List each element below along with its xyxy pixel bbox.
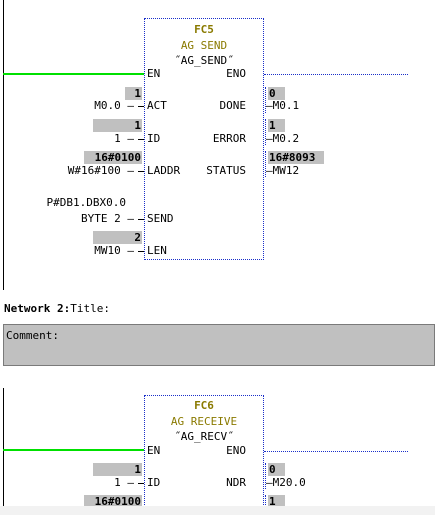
send-operand-pointer[interactable]: P#DB1.DBX0.0 xyxy=(46,196,126,209)
error-operand[interactable]: –M0.2 xyxy=(266,132,300,145)
id-pin-label: ID xyxy=(147,132,161,145)
len-operand[interactable]: MW10 – xyxy=(94,244,134,257)
send-pin-label: SEND xyxy=(147,212,174,225)
len-status-value: 2 xyxy=(93,231,142,244)
network-separator: : xyxy=(63,302,71,315)
status-status-value: 16#8093 xyxy=(268,151,324,164)
laddr-status-value: 16#0100 xyxy=(84,495,142,508)
error-pin-label: ERROR xyxy=(212,132,246,145)
en-pin-label: EN xyxy=(147,67,161,80)
error-output-connector xyxy=(265,495,266,507)
done-operand[interactable]: –M0.1 xyxy=(266,99,300,112)
len-pin-label: LEN xyxy=(147,244,167,257)
block-number: FC6 xyxy=(194,399,214,412)
status-pin-label: STATUS xyxy=(206,164,246,177)
id-operand[interactable]: 1 – xyxy=(114,132,134,145)
comment-label: Comment: xyxy=(6,329,59,342)
error-output-connector xyxy=(265,119,266,145)
error-status-value: 1 xyxy=(268,119,285,132)
id-pin-label: ID xyxy=(147,476,161,489)
error-status-value: 1 xyxy=(268,495,285,508)
laddr-operand[interactable]: W#16#100 – xyxy=(67,164,134,177)
done-output-connector xyxy=(265,87,266,113)
ndr-pin-label: NDR xyxy=(226,476,246,489)
block-name: AG RECEIVE xyxy=(170,415,238,428)
status-operand[interactable]: –MW12 xyxy=(266,164,300,177)
eno-output-connector xyxy=(264,451,408,452)
done-status-value: 0 xyxy=(268,87,285,100)
id-pin-connector xyxy=(138,139,144,140)
status-output-connector xyxy=(265,151,266,177)
block-symbol: ˝AG_SEND˝ xyxy=(174,54,234,67)
fc6-ag-receive-block[interactable] xyxy=(144,395,264,515)
laddr-pin-label: LADDR xyxy=(147,164,181,177)
act-pin-label: ACT xyxy=(147,99,167,112)
laddr-status-value: 16#0100 xyxy=(84,151,142,164)
network-2-header[interactable]: Network 2:Title: xyxy=(4,302,110,315)
left-power-rail xyxy=(3,0,4,290)
bottom-edge-strip xyxy=(0,506,435,515)
act-operand[interactable]: M0.0 – xyxy=(94,99,134,112)
network-title[interactable]: Title: xyxy=(70,302,110,315)
id-status-value: 1 xyxy=(93,119,142,132)
left-power-rail-2 xyxy=(3,388,4,506)
network-comment-box[interactable]: Comment: xyxy=(3,324,435,366)
done-pin-label: DONE xyxy=(219,99,247,112)
block-number: FC5 xyxy=(194,23,214,36)
fc5-ag-send-block[interactable] xyxy=(144,18,264,260)
power-flow-line xyxy=(3,73,144,75)
ndr-status-value: 0 xyxy=(268,463,285,476)
block-name: AG SEND xyxy=(180,39,228,52)
act-status-value: 1 xyxy=(125,87,142,100)
len-pin-connector xyxy=(138,251,144,252)
eno-output-connector xyxy=(264,74,408,75)
block-symbol: ˝AG_RECV˝ xyxy=(174,430,234,443)
id-operand[interactable]: 1 – xyxy=(114,476,134,489)
send-pin-connector xyxy=(138,219,144,220)
en-pin-label: EN xyxy=(147,444,161,457)
act-pin-connector xyxy=(138,106,144,107)
ndr-operand[interactable]: –M20.0 xyxy=(266,476,306,489)
network-label: Network 2 xyxy=(4,302,64,315)
eno-pin-label: ENO xyxy=(226,444,246,457)
ndr-output-connector xyxy=(265,463,266,489)
eno-pin-label: ENO xyxy=(226,67,246,80)
send-operand[interactable]: BYTE 2 – xyxy=(81,212,134,225)
power-flow-line-2 xyxy=(3,449,144,451)
id-status-value: 1 xyxy=(93,463,142,476)
laddr-pin-connector xyxy=(138,171,144,172)
id-pin-connector xyxy=(138,483,144,484)
